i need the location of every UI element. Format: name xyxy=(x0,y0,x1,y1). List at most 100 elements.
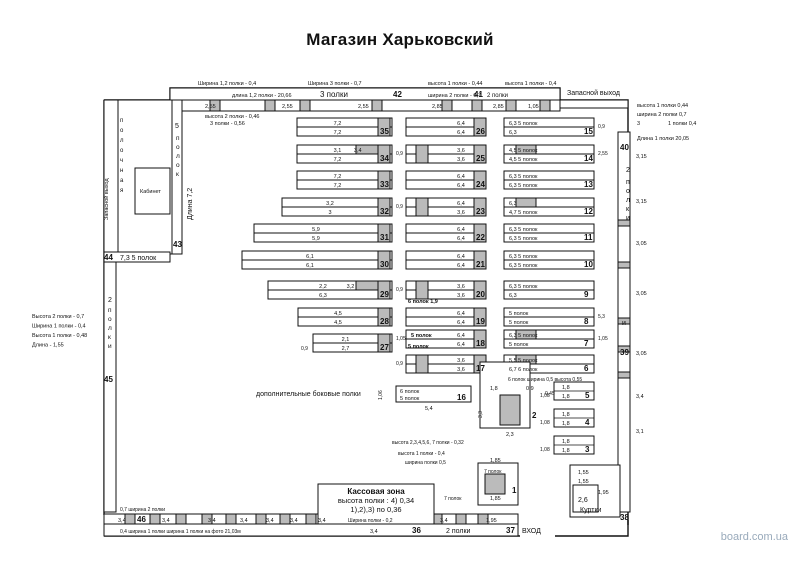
shelf-side: 0,9 xyxy=(396,151,403,157)
shelf-dim: 3,6 xyxy=(457,284,465,290)
shelf-row xyxy=(503,259,595,270)
island-dim: 7 полок xyxy=(484,469,502,475)
shelf-dim: 5 полок xyxy=(400,396,420,402)
left-label: 2 xyxy=(108,297,112,304)
shelf-divider xyxy=(279,513,291,525)
shelf-dim: 6,3 5 полок xyxy=(509,174,538,180)
shelf-end xyxy=(473,144,487,164)
shelf-dim: 6,4 xyxy=(457,263,465,269)
left-label: о xyxy=(108,316,112,323)
island-dim: 1,85 xyxy=(490,458,501,464)
shelf-dim: 5 полок xyxy=(509,320,529,326)
left-label: о xyxy=(176,144,180,151)
shelf-divider xyxy=(305,513,317,525)
bottom-segment: 3,4 xyxy=(240,518,248,524)
shelf-dim: 6 полок xyxy=(400,389,420,395)
shelf-cell xyxy=(415,280,429,300)
right-note: 1 полки 0,4 xyxy=(668,121,696,127)
left-note: Ширина 1 полки - 0,4 xyxy=(32,324,86,330)
top-note: длина 1,2 полки - 20,66 xyxy=(232,93,292,99)
kurtki-dim: 1,55 xyxy=(578,479,589,485)
shelf-dim: 1,8 xyxy=(562,385,570,391)
shelf-dim: 6,1 xyxy=(306,254,314,260)
shelf-dim: 5,5 5 полок xyxy=(509,358,538,364)
shelf-dim: 6,3 5 полок xyxy=(509,263,538,269)
shelf-number: 12 xyxy=(584,207,593,216)
number-40: 40 xyxy=(620,143,629,152)
top-label: 3 полки xyxy=(320,90,348,99)
shelf-number: 25 xyxy=(476,154,485,163)
top-note: высота 1 полки - 0,44 xyxy=(428,81,482,87)
right-note: высота 1 полки 0,44 xyxy=(637,103,688,109)
shelf-row xyxy=(281,206,393,217)
shelf-row xyxy=(503,153,595,164)
exit-label: Запасной выход xyxy=(567,89,620,97)
top-segment: 2,55 xyxy=(358,104,369,110)
number-44: 44 xyxy=(104,253,113,262)
shelf-number: 11 xyxy=(584,233,593,242)
shelf-number: 34 xyxy=(380,154,389,163)
shelf-number: 30 xyxy=(380,260,389,269)
shelf-end xyxy=(473,280,487,300)
shelf-side: 1,06 xyxy=(378,390,384,400)
shelf-dim: 6,3 xyxy=(319,293,327,299)
top-segment: 2,55 xyxy=(282,104,293,110)
shelf-end xyxy=(473,197,487,217)
shelf-cell xyxy=(415,354,429,374)
shelf-cell xyxy=(515,329,537,340)
kassa-note: 1),2),3) по 0,36 xyxy=(350,505,401,514)
number-37: 37 xyxy=(506,526,515,535)
island-dim: 2,3 xyxy=(506,432,514,438)
shelf-dim: 6,3 5 полок xyxy=(509,227,538,233)
shelf-side: 1,08 xyxy=(540,447,550,453)
shelf-number: 35 xyxy=(380,127,389,136)
number-43: 43 xyxy=(173,240,182,249)
shelf-dim: 7,2 xyxy=(334,183,342,189)
kurtki-dim: 1,55 xyxy=(578,470,589,476)
shelf-divider xyxy=(175,513,187,525)
bottom-segment: 1,95 xyxy=(486,518,497,524)
shelf-end xyxy=(377,197,391,217)
shelf-row xyxy=(503,316,595,327)
shelf-cell xyxy=(515,144,537,155)
right-label: 2 xyxy=(626,167,630,174)
shelf-dim: 6,1 xyxy=(306,263,314,269)
shelf-row xyxy=(267,289,393,300)
kurtki-label: Куртки xyxy=(580,507,602,514)
shelf-dim: 1,8 xyxy=(562,448,570,454)
right-label: к xyxy=(626,206,630,213)
shelf-dim: 3 xyxy=(328,210,331,216)
shelf-dim: 7,2 xyxy=(334,130,342,136)
bottom-note: Ширина полки - 0,2 xyxy=(348,518,393,524)
shelf-number: 24 xyxy=(476,180,485,189)
shelf-cell xyxy=(515,197,537,208)
shelf-dim: 1,8 xyxy=(562,412,570,418)
shelf-number: 19 xyxy=(476,317,485,326)
shelf-dim: 7,2 xyxy=(334,121,342,127)
shelf-dim: 5,9 xyxy=(312,236,320,242)
right-note: ширина 2 полки 0,7 xyxy=(637,112,687,118)
mid-note: ширина полки 0,5 xyxy=(405,460,446,466)
shelf-dim: 6,4 xyxy=(457,174,465,180)
shelf-side: 1,05 xyxy=(396,336,406,342)
number-36: 36 xyxy=(412,526,421,535)
shelf-dim: 6,4 xyxy=(457,333,465,339)
shelf-end xyxy=(473,117,487,137)
shelf-number: 5 xyxy=(585,391,590,400)
shelf-dim: 6,7 6 полок xyxy=(509,367,538,373)
bottom-note: 0,7 ширина 2 полки xyxy=(120,507,165,513)
island-dim: 0,45 xyxy=(545,391,555,397)
island-dim: 3,3 xyxy=(478,411,484,418)
shelf-cell xyxy=(415,197,429,217)
shelf-end xyxy=(473,223,487,243)
kurtki-dim: 2,6 xyxy=(578,497,588,504)
shelf-side: 0,9 xyxy=(396,204,403,210)
left-vertical: л xyxy=(120,138,124,144)
shelf-row xyxy=(281,197,393,208)
mid-note: высота 2,3,4,5,6, 7 полки - 0,32 xyxy=(392,440,464,446)
island-number: 1 xyxy=(512,486,517,495)
island-dim: 0,9 xyxy=(526,386,534,392)
watermark: board.com.ua xyxy=(720,531,788,543)
left-vertical: п xyxy=(120,118,123,124)
length-label: Длина 7,2 xyxy=(187,188,194,220)
